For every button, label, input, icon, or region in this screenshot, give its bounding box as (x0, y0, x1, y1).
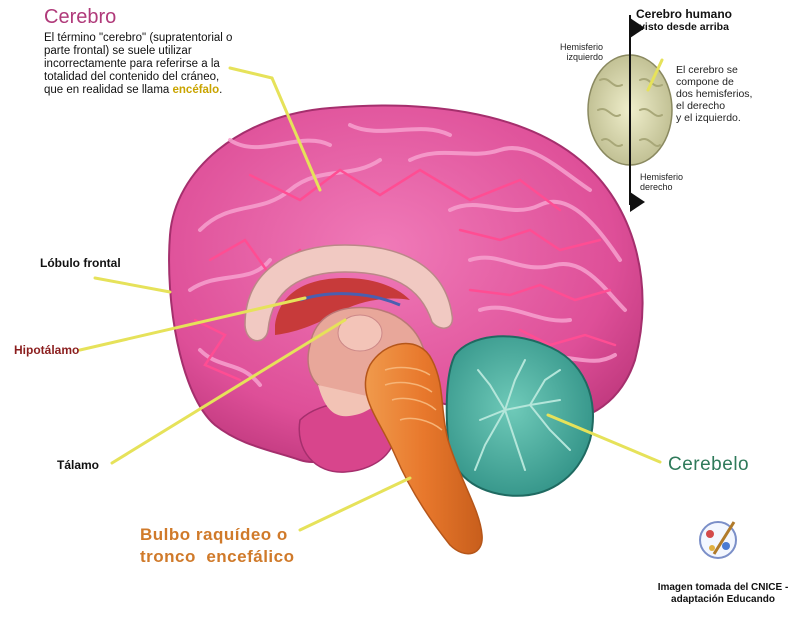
credit-line1: Imagen tomada del CNICE - (648, 582, 795, 594)
inset-title-line1: Cerebro humano (636, 8, 732, 21)
inset-desc-line: y el izquierdo. (676, 112, 752, 124)
inset-desc-line: compone de (676, 76, 752, 88)
hemisferio-izq-line2: izquierdo (560, 52, 603, 62)
inset-desc-line: el derecho (676, 100, 752, 112)
cerebro-description: El término "cerebro" (supratentorial o p… (44, 32, 234, 97)
label-bulbo-line1: Bulbo raquídeo o (140, 524, 294, 546)
cerebro-title: Cerebro (44, 6, 116, 29)
credit-line2: adaptación Educando (648, 594, 795, 606)
divider-arrow-bottom (630, 192, 645, 212)
hemisferio-der-line1: Hemisferio (640, 172, 683, 182)
label-talamo: Tálamo (57, 458, 99, 472)
inset-description: El cerebro se compone de dos hemisferios… (676, 64, 752, 124)
cerebellum-shape (447, 336, 593, 495)
label-hipotalamo: Hipotálamo (14, 343, 79, 357)
label-bulbo: Bulbo raquídeo o tronco encefálico (140, 524, 294, 568)
hemisferio-der-line2: derecho (640, 182, 683, 192)
cerebro-desc-end: . (219, 84, 222, 96)
label-cerebelo: Cerebelo (668, 454, 749, 476)
educando-logo (700, 522, 736, 558)
image-credit: Imagen tomada del CNICE - adaptación Edu… (648, 582, 795, 606)
inset-desc-line: El cerebro se (676, 64, 752, 76)
label-hemisferio-derecho: Hemisferio derecho (640, 172, 683, 192)
label-lobulo-frontal: Lóbulo frontal (40, 256, 121, 270)
label-hemisferio-izquierdo: Hemisferio izquierdo (560, 42, 603, 62)
inset-title-line2: visto desde arriba (636, 21, 732, 34)
cerebro-desc-highlight: encéfalo (173, 84, 220, 96)
hemisferio-izq-line1: Hemisferio (560, 42, 603, 52)
label-bulbo-line2: tronco encefálico (140, 546, 294, 568)
inset-title: Cerebro humano visto desde arriba (636, 8, 732, 34)
inset-desc-line: dos hemisferios, (676, 88, 752, 100)
